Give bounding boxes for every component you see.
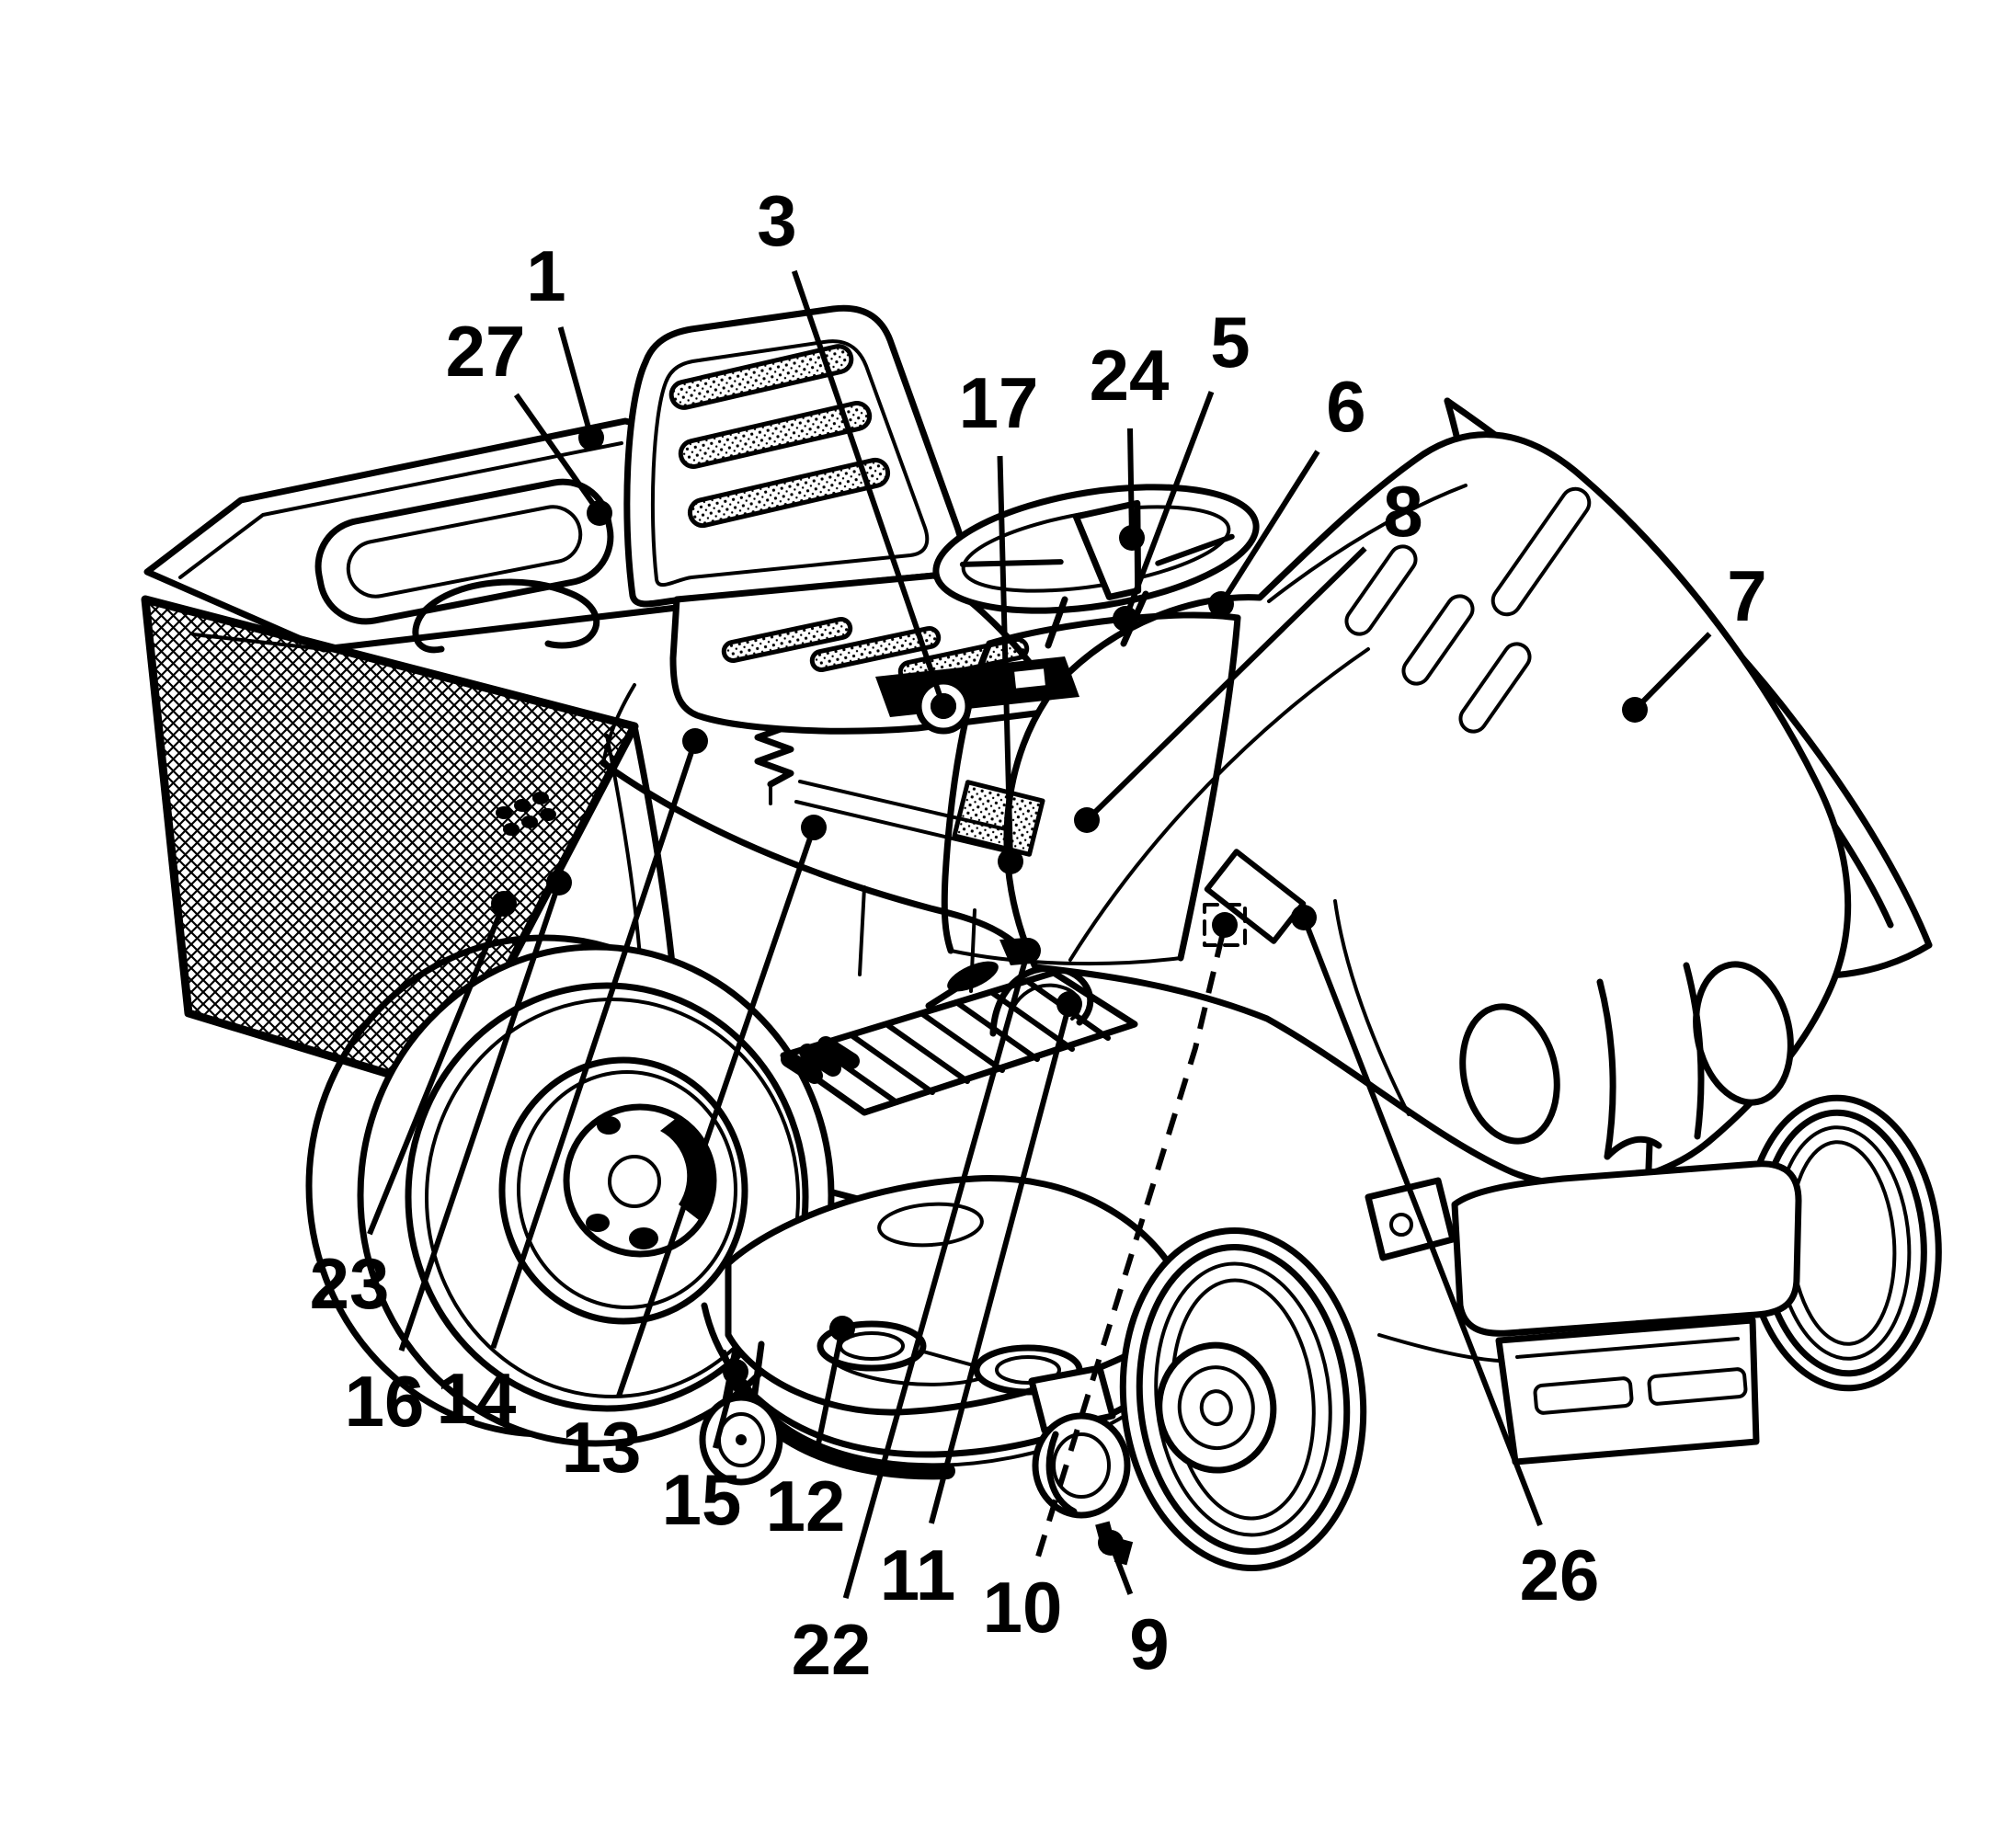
leader-dot: [1291, 905, 1317, 930]
leader-dot: [1056, 991, 1082, 1017]
leader-line: [1301, 916, 1543, 1526]
leader-line: [1123, 391, 1215, 621]
leader-dot: [1074, 807, 1100, 833]
rear-wheel: [305, 934, 835, 1447]
leader-line: [929, 1003, 1072, 1524]
leader-line: [1127, 428, 1135, 539]
leader-line: [513, 393, 602, 515]
warning-decal: [952, 780, 1045, 857]
left-front-wheel: [1119, 1227, 1367, 1571]
part-number-label: 22: [792, 1609, 872, 1690]
callout-8: 8: [1074, 471, 1423, 833]
front-bumper: [1365, 1160, 1802, 1466]
part-number-label: 27: [446, 311, 526, 392]
part-number-label: 1: [526, 235, 565, 316]
part-number-label: 14: [437, 1358, 517, 1439]
leader-dot: [546, 870, 572, 895]
leader-dot: [1622, 697, 1648, 723]
leader-line: [842, 950, 1031, 1600]
seat: [623, 304, 1055, 735]
right-caster-wheel: [1028, 1364, 1131, 1519]
callout-11: 11: [880, 991, 1082, 1615]
steering-wheel: [932, 484, 1260, 649]
leader-dot: [578, 425, 604, 451]
hidden-part-box: [1203, 903, 1247, 947]
leader-line: [713, 1371, 738, 1449]
part-number-label: 24: [1090, 335, 1170, 416]
callout-14: 14: [437, 728, 708, 1439]
part-number-label: 16: [345, 1361, 425, 1442]
parking-brake-lever: [925, 961, 999, 1010]
callout-24: 24: [1090, 335, 1170, 551]
callout-15: 15: [662, 1359, 748, 1540]
leader-line: [615, 827, 817, 1398]
callout-27: 27: [446, 311, 612, 526]
hood-side-decal: [1204, 849, 1307, 944]
callout-3: 3: [757, 180, 956, 719]
callout-17: 17: [959, 362, 1039, 874]
callout-7: 7: [1622, 555, 1767, 723]
callout-12: 12: [766, 1316, 855, 1546]
part-number-label: 5: [1210, 302, 1250, 382]
leader-line: [1218, 450, 1320, 606]
leader-line: [1084, 546, 1367, 823]
callout-22: 22: [792, 938, 1041, 1690]
leader-line: [490, 740, 698, 1349]
leader-dot: [998, 849, 1023, 874]
leader-line: [813, 1328, 845, 1454]
callout-9: 9: [1098, 1530, 1170, 1684]
part-number-label: 13: [562, 1407, 642, 1488]
part-number-label: 17: [959, 362, 1039, 443]
callout-10: 10: [983, 912, 1238, 1648]
leader-dot: [587, 500, 612, 526]
leader-dot: [1015, 938, 1041, 964]
panel-vent-holes: [496, 792, 556, 836]
part-number-label: 7: [1727, 555, 1766, 636]
callout-13: 13: [562, 815, 827, 1488]
leader-dot: [829, 1316, 855, 1341]
seat-back: [623, 304, 965, 608]
bag-latch-handle: [412, 578, 600, 654]
leader-dot: [1113, 606, 1138, 632]
part-number-label: 23: [310, 1243, 390, 1324]
leader-dot: [723, 1359, 748, 1385]
callout-23: 23: [310, 891, 517, 1324]
hood-vents: [1344, 486, 1592, 734]
leader-dot: [1212, 912, 1238, 938]
left-headlight: [1459, 1003, 1560, 1145]
console: [875, 611, 1241, 966]
callout-26: 26: [1291, 905, 1599, 1615]
leader-line: [1035, 924, 1228, 1557]
callout-1: 1: [526, 235, 604, 451]
leader-line: [1632, 632, 1712, 713]
part-number-label: 12: [766, 1466, 846, 1546]
leader-dot: [801, 815, 827, 840]
leader-line: [398, 882, 562, 1352]
part-number-label: 9: [1129, 1603, 1169, 1684]
hood: [1003, 431, 1852, 1314]
part-number-label: 10: [983, 1567, 1063, 1648]
leader-line: [791, 269, 946, 707]
leader-dot: [682, 728, 708, 754]
leader-dot: [1208, 591, 1234, 617]
leader-dot: [931, 693, 956, 719]
leader-line: [997, 455, 1013, 862]
part-number-label: 8: [1383, 471, 1422, 552]
callout-16: 16: [345, 870, 572, 1442]
leader-dot: [491, 891, 517, 917]
callout-5: 5: [1113, 302, 1251, 632]
callout-6: 6: [1208, 366, 1366, 617]
part-number-label: 15: [662, 1459, 742, 1540]
part-number-label: 11: [880, 1534, 955, 1615]
leader-dot: [1119, 525, 1145, 551]
part-number-label: 3: [757, 180, 796, 261]
part-number-label: 6: [1326, 366, 1365, 447]
leader-line: [367, 902, 507, 1236]
leader-line: [557, 326, 594, 439]
leader-dot: [1098, 1530, 1124, 1556]
part-number-label: 26: [1520, 1534, 1600, 1615]
